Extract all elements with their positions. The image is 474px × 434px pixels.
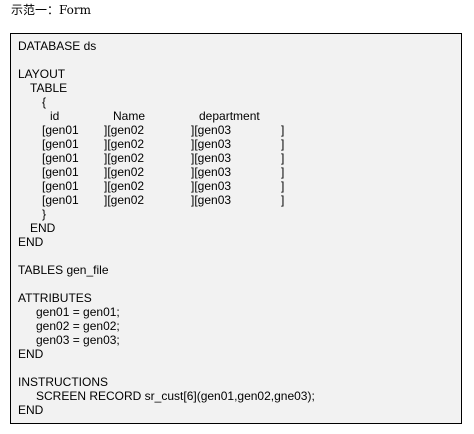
row-3-col-1: [gen01 — [42, 151, 79, 165]
row-2-col-2: ][gen02 — [104, 137, 145, 151]
brace-close: } — [42, 207, 47, 221]
tables-line: TABLES gen_file — [18, 263, 109, 277]
attribute-line-3: gen03 = gen03; — [36, 333, 120, 347]
row-4-col-1: [gen01 — [42, 165, 79, 179]
end-instructions-keyword: END — [18, 403, 44, 417]
header-id: id — [50, 109, 60, 123]
row-5-col-1: [gen01 — [42, 179, 79, 193]
row-6-col-3: ][gen03 — [191, 193, 232, 207]
row-3-end: ] — [281, 151, 285, 165]
header-department: department — [199, 109, 260, 123]
row-5-col-2: ][gen02 — [104, 179, 145, 193]
code-listing-box: DATABASE ds LAYOUT TABLE { id Name depar… — [10, 33, 462, 424]
attribute-line-1: gen01 = gen01; — [36, 305, 120, 319]
end-attributes-keyword: END — [18, 347, 44, 361]
row-5-col-3: ][gen03 — [191, 179, 232, 193]
row-2-col-3: ][gen03 — [191, 137, 232, 151]
row-6-col-2: ][gen02 — [104, 193, 145, 207]
row-1-end: ] — [281, 123, 285, 137]
row-3-col-3: ][gen03 — [191, 151, 232, 165]
attribute-line-2: gen02 = gen02; — [36, 319, 120, 333]
instructions-keyword: INSTRUCTIONS — [18, 375, 108, 389]
row-1-col-2: ][gen02 — [104, 123, 145, 137]
layout-keyword: LAYOUT — [18, 67, 66, 81]
row-4-col-2: ][gen02 — [104, 165, 145, 179]
row-4-col-3: ][gen03 — [191, 165, 232, 179]
row-2-col-1: [gen01 — [42, 137, 79, 151]
row-6-end: ] — [281, 193, 285, 207]
end-table-keyword: END — [30, 221, 56, 235]
row-1-col-1: [gen01 — [42, 123, 79, 137]
table-keyword: TABLE — [30, 81, 68, 95]
row-4-end: ] — [281, 165, 285, 179]
header-name: Name — [113, 109, 146, 123]
example-caption: 示范一：Form — [11, 3, 92, 17]
row-5-end: ] — [281, 179, 285, 193]
row-3-col-2: ][gen02 — [104, 151, 145, 165]
brace-open: { — [42, 95, 47, 109]
screen-record-line: SCREEN RECORD sr_cust[6](gen01,gen02,gne… — [36, 389, 315, 403]
database-line: DATABASE ds — [18, 39, 97, 53]
attributes-keyword: ATTRIBUTES — [18, 291, 92, 305]
end-layout-keyword: END — [18, 235, 44, 249]
row-2-end: ] — [281, 137, 285, 151]
row-6-col-1: [gen01 — [42, 193, 79, 207]
row-1-col-3: ][gen03 — [191, 123, 232, 137]
